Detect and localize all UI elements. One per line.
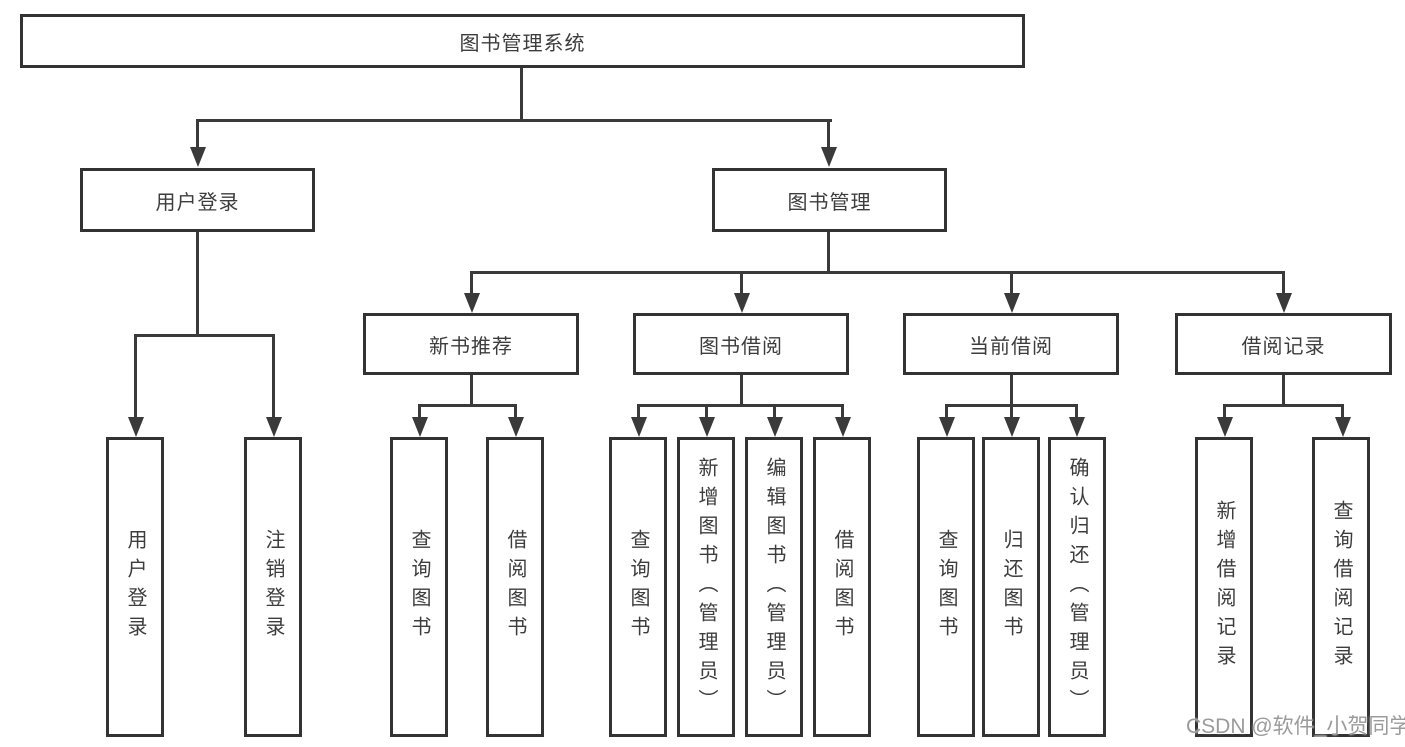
node-current-borrow: 当前借阅 [903, 313, 1119, 375]
leaf-newrec-query-book: 查询图书 [390, 437, 448, 737]
arrow-down-icon [266, 417, 282, 437]
node-label: 借阅图书 [504, 529, 526, 645]
connector-line [1010, 271, 1013, 295]
connector-line [1282, 271, 1285, 295]
node-label: 图书借阅 [699, 335, 783, 358]
node-label: 归还图书 [1000, 529, 1022, 645]
arrow-down-icon [464, 293, 480, 313]
arrow-down-icon [1069, 417, 1085, 437]
connector-line [1341, 404, 1344, 419]
node-label: 借阅记录 [1241, 335, 1326, 358]
connector-line [470, 271, 473, 295]
connector-line [418, 404, 517, 407]
node-label: 编辑图书（管理员） [763, 456, 785, 718]
node-label: 查询图书 [627, 529, 649, 645]
leaf-borrow-edit-book-admin: 编辑图书（管理员） [745, 437, 803, 737]
connector-line [1010, 404, 1013, 419]
connector-line [740, 375, 743, 406]
arrow-down-icon [412, 417, 428, 437]
node-new-book-recommend: 新书推荐 [363, 313, 579, 375]
arrow-down-icon [1276, 293, 1292, 313]
node-label: 新增图书（管理员） [695, 456, 717, 718]
leaf-borrow-borrow-book: 借阅图书 [813, 437, 871, 737]
node-label: 当前借阅 [969, 335, 1053, 358]
connector-line [740, 271, 743, 295]
leaf-borrow-add-book-admin: 新增图书（管理员） [677, 437, 735, 737]
leaf-records-query-record: 查询借阅记录 [1312, 437, 1370, 737]
node-label: 新增借阅记录 [1213, 500, 1235, 674]
connector-line [1223, 404, 1226, 419]
connector-line [827, 232, 830, 274]
connector-line [196, 119, 199, 149]
node-label: 查询图书 [408, 529, 430, 645]
connector-line [1282, 375, 1285, 406]
arrow-down-icon [767, 417, 783, 437]
node-label: 新书推荐 [429, 335, 513, 358]
node-label: 用户登录 [155, 191, 240, 214]
leaf-logout: 注销登录 [244, 437, 302, 737]
arrow-down-icon [128, 417, 144, 437]
connector-line [470, 271, 1284, 274]
arrow-down-icon [190, 147, 206, 167]
arrow-down-icon [1217, 417, 1233, 437]
arrow-down-icon [821, 147, 837, 167]
node-label: 图书管理 [787, 191, 872, 214]
connector-line [705, 404, 708, 419]
node-library-system: 图书管理系统 [20, 14, 1025, 68]
node-label: 确认归还（管理员） [1066, 456, 1088, 718]
arrow-down-icon [699, 417, 715, 437]
arrow-down-icon [1004, 417, 1020, 437]
arrow-down-icon [1335, 417, 1351, 437]
node-user-login: 用户登录 [80, 168, 315, 232]
leaf-current-query-book: 查询图书 [917, 437, 975, 737]
connector-line [1075, 404, 1078, 419]
leaf-current-return-book: 归还图书 [982, 437, 1040, 737]
arrow-down-icon [734, 293, 750, 313]
node-label: 借阅图书 [831, 529, 853, 645]
arrow-down-icon [1004, 293, 1020, 313]
connector-line [418, 404, 421, 419]
arrow-down-icon [939, 417, 955, 437]
leaf-records-add-record: 新增借阅记录 [1195, 437, 1253, 737]
connector-line [196, 232, 199, 336]
leaf-user-login: 用户登录 [106, 437, 164, 737]
node-borrow-records: 借阅记录 [1175, 313, 1392, 375]
node-label: 图书管理系统 [459, 32, 586, 55]
connector-line [637, 404, 640, 419]
connector-line [1223, 404, 1343, 407]
connector-line [272, 334, 275, 418]
leaf-newrec-borrow-book: 借阅图书 [486, 437, 544, 737]
leaf-borrow-query-book: 查询图书 [609, 437, 667, 737]
arrow-down-icon [835, 417, 851, 437]
connector-line [841, 404, 844, 419]
node-label: 用户登录 [124, 529, 146, 645]
connector-line [134, 334, 275, 337]
connector-line [520, 68, 523, 121]
node-label: 查询图书 [935, 529, 957, 645]
connector-line [827, 119, 830, 149]
connector-line [514, 404, 517, 419]
arrow-down-icon [631, 417, 647, 437]
connector-line [134, 334, 137, 418]
connector-line [470, 375, 473, 406]
arrow-down-icon [508, 417, 524, 437]
connector-line [945, 404, 948, 419]
leaf-current-confirm-return-admin: 确认归还（管理员） [1048, 437, 1106, 737]
connector-line [637, 404, 843, 407]
connector-line [773, 404, 776, 419]
node-label: 查询借阅记录 [1330, 500, 1352, 674]
node-book-borrow: 图书借阅 [633, 313, 849, 375]
node-label: 注销登录 [262, 529, 284, 645]
connector-line [1010, 375, 1013, 406]
watermark: CSDN @软件_小贺同学 [1186, 715, 1405, 738]
connector-line [196, 119, 832, 122]
node-book-management: 图书管理 [712, 168, 947, 232]
